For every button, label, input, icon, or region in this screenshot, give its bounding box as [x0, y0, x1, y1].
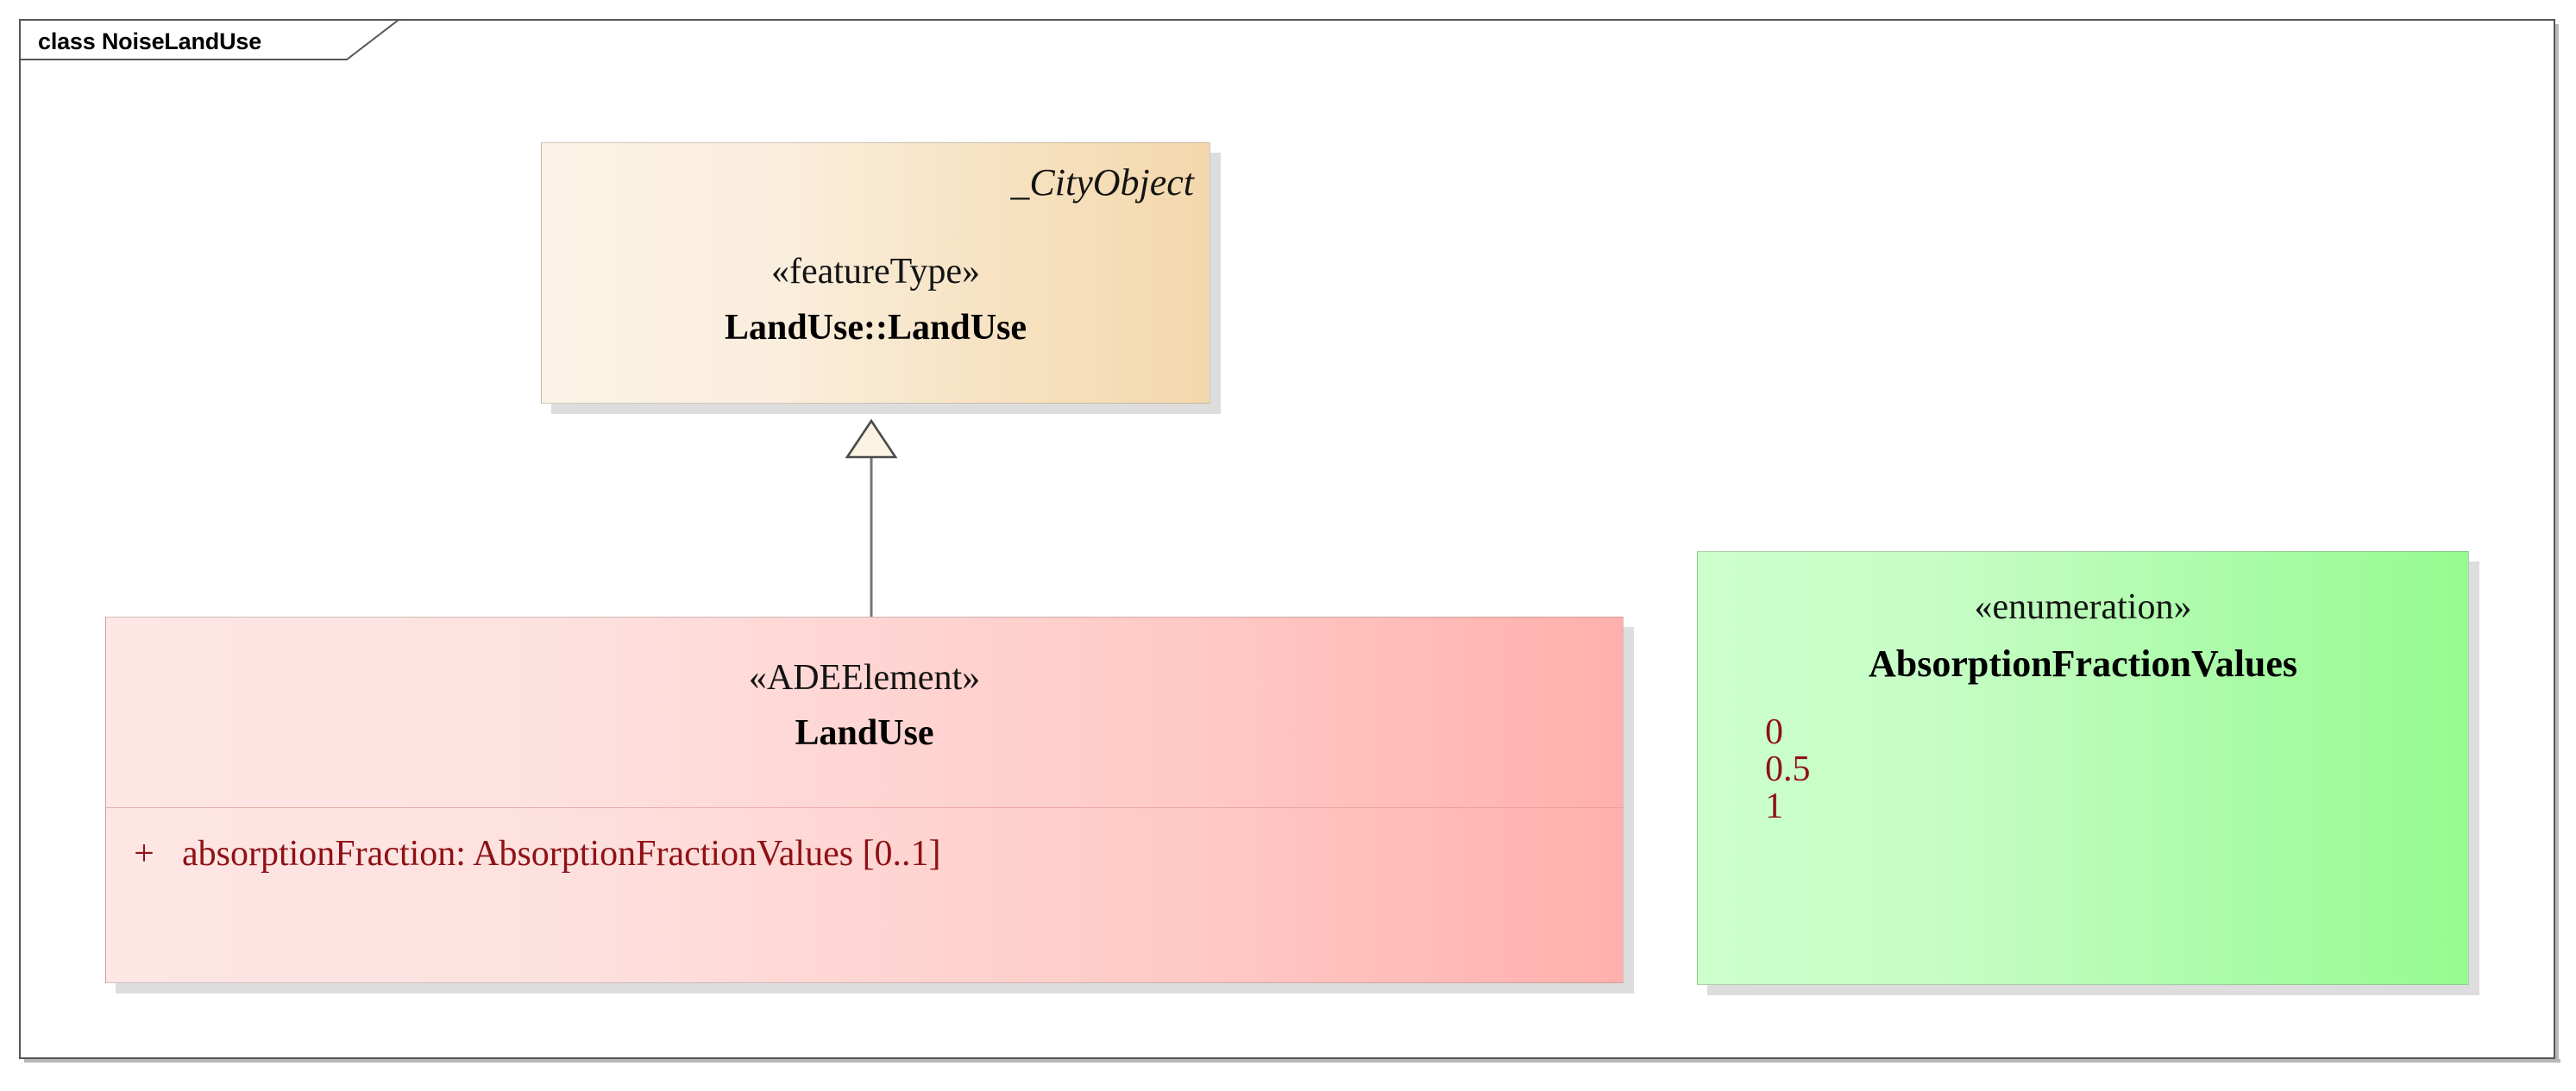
- class-header-landuse-ade: «ADEElement» LandUse: [106, 618, 1623, 807]
- enumeration-box-absorptionfractionvalues[interactable]: «enumeration» AbsorptionFractionValues 0…: [1697, 551, 2469, 985]
- class-name-landuse: LandUse: [795, 713, 934, 753]
- class-stereotype-adeelement: «ADEElement»: [748, 658, 981, 698]
- attribute-row-absorptionfraction[interactable]: + absorptionFraction: AbsorptionFraction…: [106, 823, 1623, 885]
- enumeration-literal: 0.5: [1765, 749, 1811, 789]
- title-tab-shape: [19, 19, 401, 60]
- class-stereotype-featuretype: «featureType»: [771, 252, 980, 292]
- attribute-label-absorptionfraction: absorptionFraction: AbsorptionFractionVa…: [182, 834, 941, 874]
- enumeration-literal: 0: [1765, 712, 1783, 752]
- enumeration-literal: 1: [1765, 787, 1783, 826]
- class-box-landuse-ade[interactable]: «ADEElement» LandUse + absorptionFractio…: [105, 617, 1624, 983]
- enumeration-literal-list: 0 0.5 1: [1765, 714, 2468, 825]
- diagram-title-label: class NoiseLandUse: [38, 28, 262, 54]
- class-qualifier-cityobject: _CityObject: [1010, 161, 1194, 204]
- class-name-landuse-landuse: LandUse::LandUse: [724, 308, 1027, 348]
- class-section-divider: [106, 807, 1623, 808]
- generalization-arrow-icon: [845, 418, 898, 628]
- frame-shadow-right: [2555, 24, 2559, 1063]
- attribute-visibility-public: +: [134, 834, 154, 874]
- class-box-landuse-featuretype[interactable]: _CityObject «featureType» LandUse::LandU…: [541, 142, 1210, 404]
- enumeration-name-absorptionfractionvalues: AbsorptionFractionValues: [1868, 643, 2298, 685]
- frame-shadow-bottom: [24, 1059, 2560, 1063]
- enumeration-stereotype: «enumeration»: [1974, 587, 2192, 627]
- diagram-title-tab[interactable]: class NoiseLandUse: [19, 19, 442, 60]
